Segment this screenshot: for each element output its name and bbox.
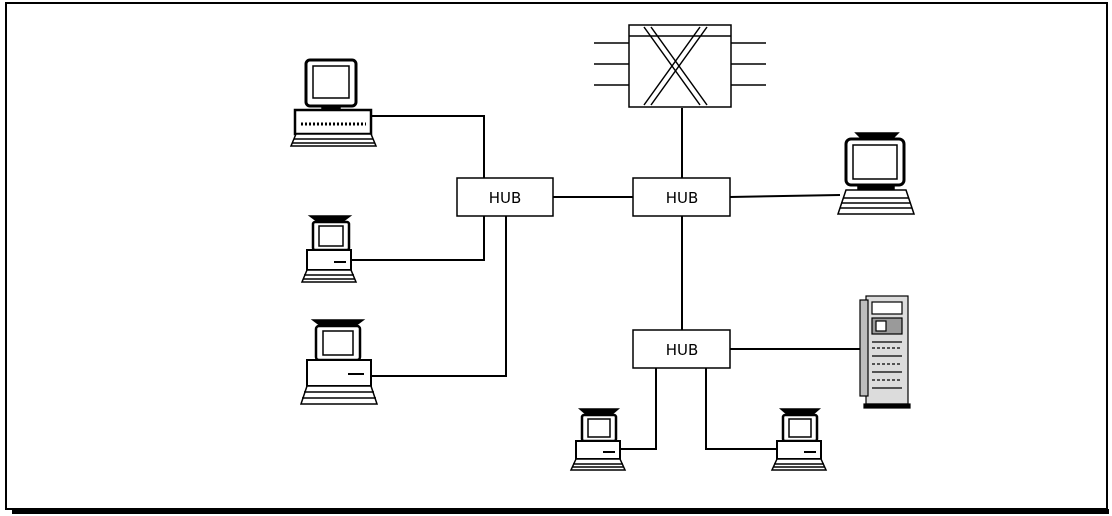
- hub-bottom-label: HUB: [666, 341, 699, 359]
- link-bottom-hub-computer-left: [614, 368, 656, 449]
- desktop-computer-icon: [571, 409, 625, 470]
- link-mid-left-computer: [334, 216, 484, 260]
- switch-icon: [594, 25, 766, 107]
- desktop-computer-icon: [291, 60, 376, 146]
- hub-left-label: HUB: [489, 189, 522, 207]
- link-bottom-hub-computer-right: [706, 368, 778, 449]
- link-center-hub-monitor: [730, 195, 840, 197]
- desktop-computer-icon: [772, 409, 826, 470]
- server-tower-icon: [860, 296, 910, 408]
- desktop-computer-icon: [301, 320, 377, 404]
- hub-center-label: HUB: [666, 189, 699, 207]
- diagram-frame: [6, 3, 1109, 514]
- link-bottom-left-computer: [370, 216, 506, 376]
- connection-lines: [334, 108, 866, 449]
- hub-left: HUB: [457, 178, 553, 216]
- hub-bottom: HUB: [633, 330, 730, 368]
- monitor-icon: [838, 133, 914, 214]
- desktop-computer-icon: [302, 216, 356, 282]
- hub-center: HUB: [633, 178, 730, 216]
- link-top-left-computer: [372, 116, 484, 178]
